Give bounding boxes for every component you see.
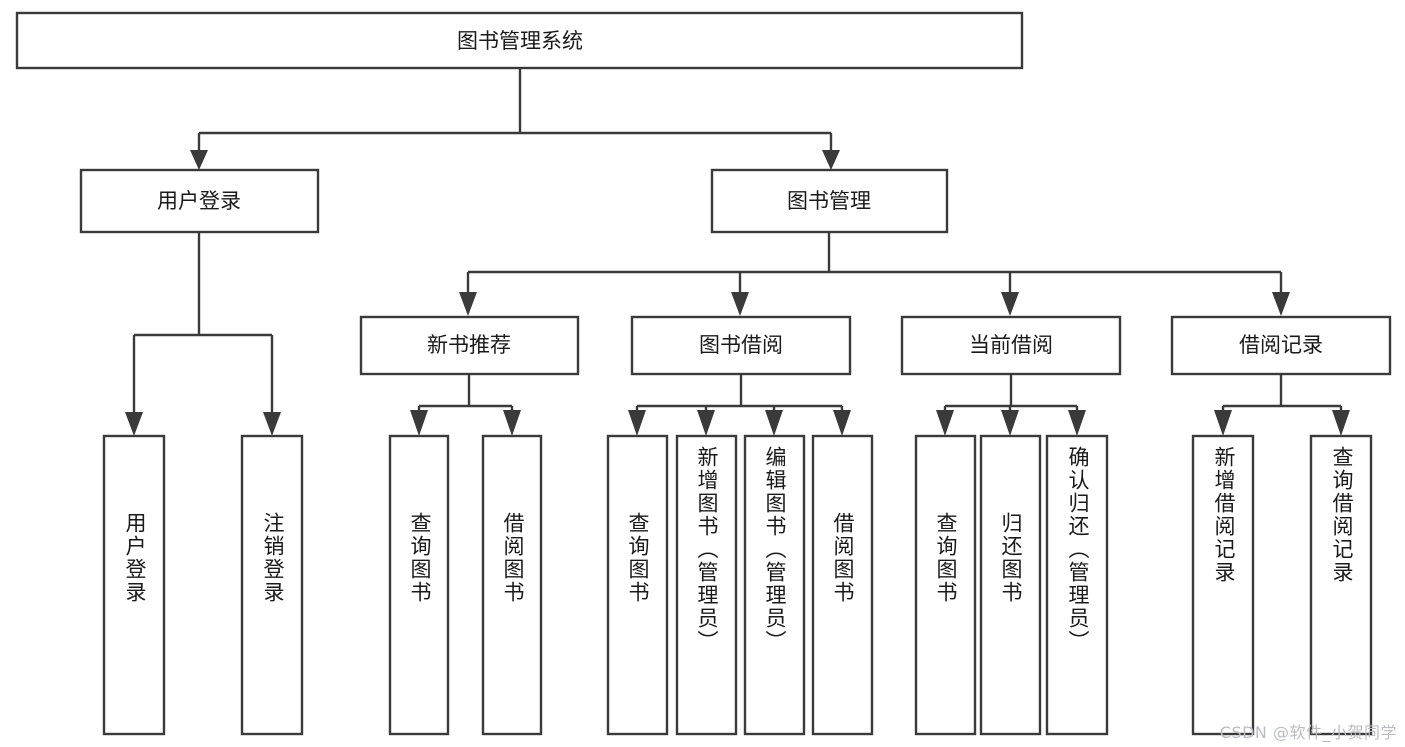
arrow-head-leaf-logout xyxy=(263,412,281,436)
leaf-box-query-borrow-record[interactable] xyxy=(1309,434,1373,736)
arrow-head-current-borrow xyxy=(1001,292,1019,316)
arrow-head-currentborrow-leaf3 xyxy=(1068,410,1086,436)
node-new-book-recommend[interactable]: 新书推荐 xyxy=(359,315,580,376)
leaf-box-add-borrow-record[interactable] xyxy=(1191,434,1255,736)
leaf-box-logout[interactable] xyxy=(240,434,304,736)
node-book-management-box xyxy=(710,168,949,234)
leaf-box-confirm-return-admin[interactable] xyxy=(1045,434,1109,736)
arrow-head-borrowrecord-leaf2 xyxy=(1332,410,1350,436)
node-borrow-record-label: 借阅记录 xyxy=(1239,333,1323,357)
node-root-label: 图书管理系统 xyxy=(457,29,583,53)
leaf-box-return-book[interactable] xyxy=(979,434,1042,736)
node-root-box xyxy=(15,11,1024,70)
arrow-head-newbook-leaf2 xyxy=(503,410,521,436)
node-current-borrow-label: 当前借阅 xyxy=(969,333,1053,357)
leaf-box-user-login[interactable] xyxy=(102,434,166,736)
arrow-head-bookborrow-leaf1 xyxy=(628,410,646,436)
arrow-head-bookmgmt xyxy=(822,150,840,170)
leaf-box-query-book-1[interactable] xyxy=(388,434,450,736)
node-current-borrow[interactable]: 当前借阅 xyxy=(900,315,1122,376)
arrow-head-bookborrow-leaf4 xyxy=(833,410,851,436)
node-user-login[interactable]: 用户登录 xyxy=(79,168,320,234)
node-book-borrow-box xyxy=(630,315,852,376)
arrow-head-borrowrecord-leaf1 xyxy=(1214,410,1232,436)
node-borrow-record-box xyxy=(1170,315,1392,376)
arrow-head-bookborrow-leaf2 xyxy=(697,410,715,436)
node-root[interactable]: 图书管理系统 xyxy=(15,11,1024,70)
arrow-head-currentborrow-leaf2 xyxy=(1001,410,1019,436)
node-borrow-record[interactable]: 借阅记录 xyxy=(1170,315,1392,376)
arrow-head-leaf-user-login xyxy=(125,412,143,436)
leaf-box-borrow-book-2[interactable] xyxy=(811,434,874,736)
arrow-head-newbook-leaf1 xyxy=(410,410,428,436)
leaf-box-add-book-admin[interactable] xyxy=(675,434,738,736)
node-book-borrow[interactable]: 图书借阅 xyxy=(630,315,852,376)
node-book-management[interactable]: 图书管理 xyxy=(710,168,949,234)
node-book-borrow-label: 图书借阅 xyxy=(699,333,783,357)
node-new-book-recommend-box xyxy=(359,315,580,376)
node-user-login-label: 用户登录 xyxy=(157,189,241,213)
leaf-box-edit-book-admin[interactable] xyxy=(743,434,806,736)
arrow-head-userlogin xyxy=(190,150,208,170)
node-book-management-label: 图书管理 xyxy=(787,189,871,213)
arrow-head-book-borrow xyxy=(731,292,749,316)
leaf-box-borrow-book-1[interactable] xyxy=(481,434,543,736)
node-current-borrow-box xyxy=(900,315,1122,376)
arrow-head-new-book-rec xyxy=(459,292,477,316)
leaf-box-query-book-3[interactable] xyxy=(914,434,977,736)
node-new-book-recommend-label: 新书推荐 xyxy=(427,333,511,357)
watermark-text: CSDN @软件_小贺同学 xyxy=(1219,723,1397,742)
arrow-head-bookborrow-leaf3 xyxy=(765,410,783,436)
arrow-head-currentborrow-leaf1 xyxy=(936,410,954,436)
leaf-box-query-book-2[interactable] xyxy=(606,434,669,736)
arrow-head-borrow-record xyxy=(1272,292,1290,316)
